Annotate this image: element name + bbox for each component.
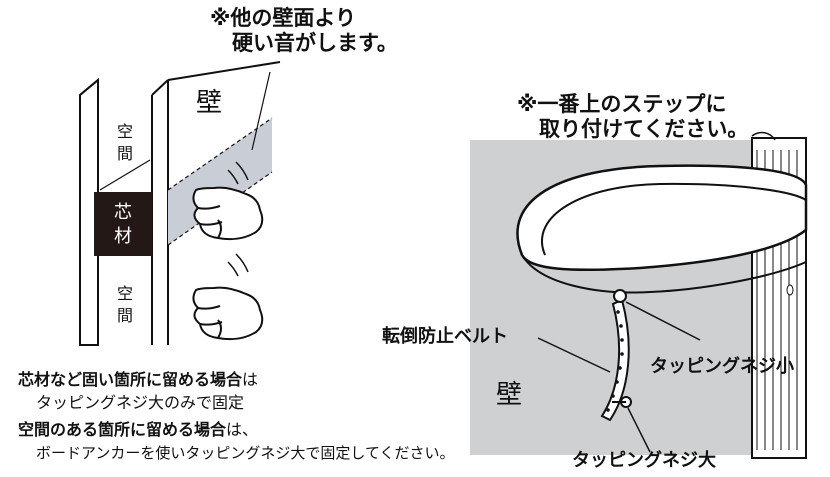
wall-label-right: 壁 [496, 380, 523, 410]
instruction-line-4: ボードアンカーを使いタッピングネジ大で固定してください。 [36, 444, 455, 462]
top-step-note-line1: ※一番上のステップに [517, 92, 727, 116]
wall-label-left: 壁 [196, 88, 223, 118]
lower-space-char-2: 間 [116, 306, 133, 325]
core-char-2: 材 [114, 226, 132, 247]
hard-sound-note-line2: 硬い音がします。 [232, 31, 398, 55]
hard-sound-note: ※他の壁面より 硬い音がします。 [210, 6, 398, 56]
instruction-line-1-tail: は [242, 370, 259, 389]
step-mount-diagram [470, 131, 808, 459]
knocking-hand-upper-icon [192, 161, 264, 241]
instruction-line-3: 空間のある箇所に留める場合は、 [18, 420, 258, 440]
lower-space-char-1: 空 [116, 284, 133, 303]
instruction-line-3-bold: 空間のある箇所に留める場合 [18, 420, 227, 439]
upper-space-char-1: 空 [116, 122, 133, 141]
hard-sound-note-line1: ※他の壁面より [210, 6, 356, 30]
knocking-hand-lower-icon [192, 253, 264, 341]
top-step-note: ※一番上のステップに 取り付けてください。 [517, 92, 748, 142]
core-block [94, 192, 152, 256]
core-char-1: 芯 [114, 202, 132, 223]
instruction-line-1-bold: 芯材など固い箇所に留める場合 [18, 370, 243, 389]
instruction-line-3-tail: は、 [226, 420, 259, 439]
small-screw-icon [613, 289, 627, 303]
instruction-line-1: 芯材など固い箇所に留める場合は [18, 370, 258, 390]
upper-space-char-2: 間 [116, 144, 133, 163]
instruction-line-2: タッピングネジ大のみで固定 [36, 393, 245, 412]
large-screw-label: タッピングネジ大 [572, 450, 716, 471]
small-screw-label: タッピングネジ小 [650, 356, 794, 377]
belt-label: 転倒防止ベルト [382, 326, 508, 347]
top-step-note-line2: 取り付けてください。 [539, 117, 749, 141]
